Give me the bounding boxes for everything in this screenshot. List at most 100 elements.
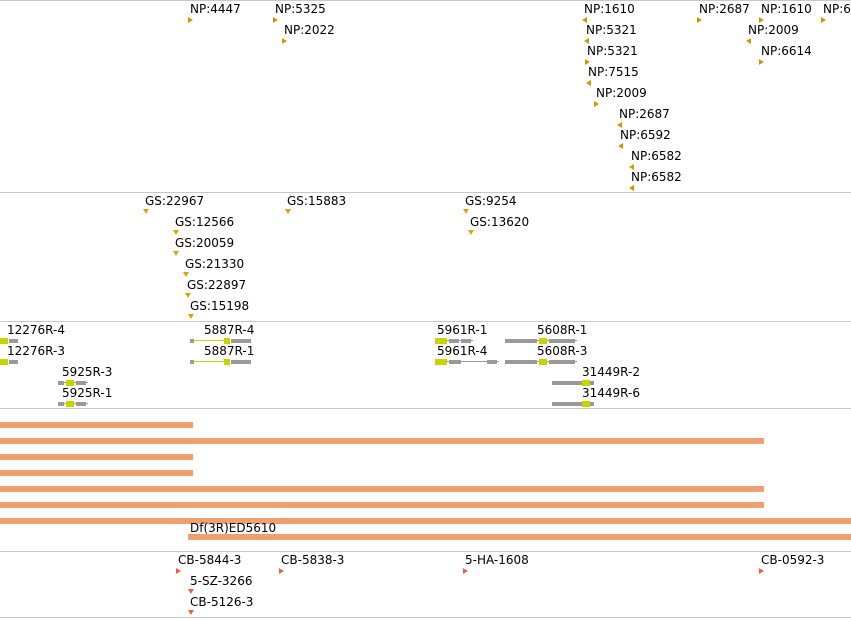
track-separator bbox=[0, 192, 851, 193]
np-marker-icon bbox=[697, 17, 702, 23]
deficiency-bar[interactable] bbox=[0, 422, 193, 428]
gs-feature-label: GS:21330 bbox=[185, 257, 245, 271]
transcript-track: 12276R-4 12276R-3 5925R-3 5925R-1 5887R-… bbox=[0, 322, 851, 408]
gs-feature-label: GS:15198 bbox=[190, 299, 250, 313]
cb-feature-label: 5-HA-1608 bbox=[465, 553, 529, 567]
np-feature-label: NP:2009 bbox=[596, 86, 647, 100]
gs-marker-icon bbox=[143, 209, 149, 214]
np-feature-label: NP:2009 bbox=[748, 23, 799, 37]
transcript-label: 5608R-1 bbox=[537, 323, 588, 337]
np-marker-icon bbox=[586, 80, 591, 86]
transcript-label: 5887R-1 bbox=[204, 344, 255, 358]
np-marker-icon bbox=[759, 17, 764, 23]
np-feature-label: NP:4447 bbox=[190, 2, 241, 16]
gs-feature-label: GS:20059 bbox=[175, 236, 235, 250]
np-marker-icon bbox=[629, 185, 634, 191]
transcript-label: 5608R-3 bbox=[537, 344, 588, 358]
deficiency-track: Df(3R)ED5610 bbox=[0, 409, 851, 551]
np-feature-label: NP:2687 bbox=[699, 2, 750, 16]
track-separator bbox=[0, 321, 851, 322]
np-feature-label: NP:6582 bbox=[631, 170, 682, 184]
cb-marker-icon bbox=[188, 610, 194, 615]
gene-model-glyph bbox=[552, 380, 594, 386]
np-marker-icon bbox=[282, 38, 287, 44]
gs-track: GS:22967 GS:12566 GS:20059 GS:21330 GS:2… bbox=[0, 193, 851, 321]
np-feature-label: NP:6582 bbox=[631, 149, 682, 163]
deficiency-bar[interactable] bbox=[0, 438, 764, 444]
cb-marker-icon bbox=[759, 568, 764, 574]
np-feature-label: NP:1610 bbox=[761, 2, 812, 16]
np-feature-label: NP:2687 bbox=[619, 107, 670, 121]
transcript-label: 5925R-3 bbox=[62, 365, 113, 379]
np-marker-icon bbox=[594, 101, 599, 107]
np-feature-label: NP:5321 bbox=[586, 23, 637, 37]
np-marker-icon bbox=[618, 143, 623, 149]
deficiency-bar[interactable] bbox=[0, 518, 851, 524]
cb-feature-label: CB-5838-3 bbox=[281, 553, 345, 567]
np-feature-label: NP:6614 bbox=[761, 44, 812, 58]
gs-marker-icon bbox=[173, 230, 179, 235]
gs-feature-label: GS:15883 bbox=[287, 194, 347, 208]
np-marker-icon bbox=[746, 38, 751, 44]
np-feature-label: NP:5325 bbox=[275, 2, 326, 16]
cb-marker-icon bbox=[176, 568, 181, 574]
np-feature-label: NP:7515 bbox=[588, 65, 639, 79]
transcript-label: 12276R-4 bbox=[7, 323, 65, 337]
deficiency-bar[interactable] bbox=[0, 502, 764, 508]
gene-model-glyph bbox=[190, 359, 252, 365]
gene-model-glyph bbox=[505, 338, 577, 344]
np-marker-icon bbox=[273, 17, 278, 23]
np-track: NP:4447 NP:5325 NP:2022 NP:1610 NP:5321 … bbox=[0, 0, 851, 192]
cb-marker-icon bbox=[279, 568, 284, 574]
np-marker-icon bbox=[759, 59, 764, 65]
gene-model-glyph bbox=[435, 338, 473, 344]
deficiency-bar[interactable] bbox=[0, 454, 193, 460]
gs-marker-icon bbox=[468, 230, 474, 235]
track-separator bbox=[0, 617, 851, 618]
gs-marker-icon bbox=[173, 251, 179, 256]
gene-model-glyph bbox=[505, 359, 577, 365]
np-marker-icon bbox=[617, 122, 622, 128]
gene-model-glyph bbox=[552, 401, 594, 407]
transcript-label: 12276R-3 bbox=[7, 344, 65, 358]
gs-marker-icon bbox=[463, 209, 469, 214]
transcript-label: 31449R-2 bbox=[582, 365, 640, 379]
gene-model-glyph bbox=[435, 359, 499, 365]
cb-track: CB-5844-3 5-SZ-3266 CB-5126-3 CB-5838-3 … bbox=[0, 552, 851, 619]
gs-feature-label: GS:13620 bbox=[470, 215, 530, 229]
np-feature-label: NP:6 bbox=[823, 2, 851, 16]
np-feature-label: NP:2022 bbox=[284, 23, 335, 37]
np-marker-icon bbox=[821, 17, 826, 23]
transcript-label: 5887R-4 bbox=[204, 323, 255, 337]
gs-marker-icon bbox=[285, 209, 291, 214]
gene-model-glyph bbox=[58, 401, 88, 407]
cb-marker-icon bbox=[463, 568, 468, 574]
gs-feature-label: GS:9254 bbox=[465, 194, 517, 208]
gs-marker-icon bbox=[188, 314, 194, 319]
gs-feature-label: GS:22897 bbox=[187, 278, 247, 292]
gs-feature-label: GS:22967 bbox=[145, 194, 205, 208]
cb-feature-label: CB-5844-3 bbox=[178, 553, 242, 567]
cb-feature-label: 5-SZ-3266 bbox=[190, 574, 253, 588]
np-marker-icon bbox=[585, 59, 590, 65]
transcript-label: 31449R-6 bbox=[582, 386, 640, 400]
gene-model-glyph bbox=[0, 338, 20, 344]
cb-marker-icon bbox=[188, 589, 194, 594]
gs-marker-icon bbox=[183, 272, 189, 277]
gene-model-glyph bbox=[58, 380, 88, 386]
track-separator bbox=[0, 551, 851, 552]
gene-model-glyph bbox=[0, 359, 20, 365]
np-feature-label: NP:5321 bbox=[587, 44, 638, 58]
deficiency-bar[interactable] bbox=[0, 486, 764, 492]
deficiency-bar[interactable] bbox=[0, 470, 193, 476]
deficiency-bar[interactable] bbox=[188, 534, 851, 540]
np-marker-icon bbox=[584, 38, 589, 44]
cb-feature-label: CB-0592-3 bbox=[761, 553, 825, 567]
gene-model-glyph bbox=[190, 338, 252, 344]
transcript-label: 5961R-4 bbox=[437, 344, 488, 358]
cb-feature-label: CB-5126-3 bbox=[190, 595, 254, 609]
gs-marker-icon bbox=[185, 293, 191, 298]
track-separator bbox=[0, 0, 851, 1]
transcript-label: 5925R-1 bbox=[62, 386, 113, 400]
np-marker-icon bbox=[188, 17, 193, 23]
